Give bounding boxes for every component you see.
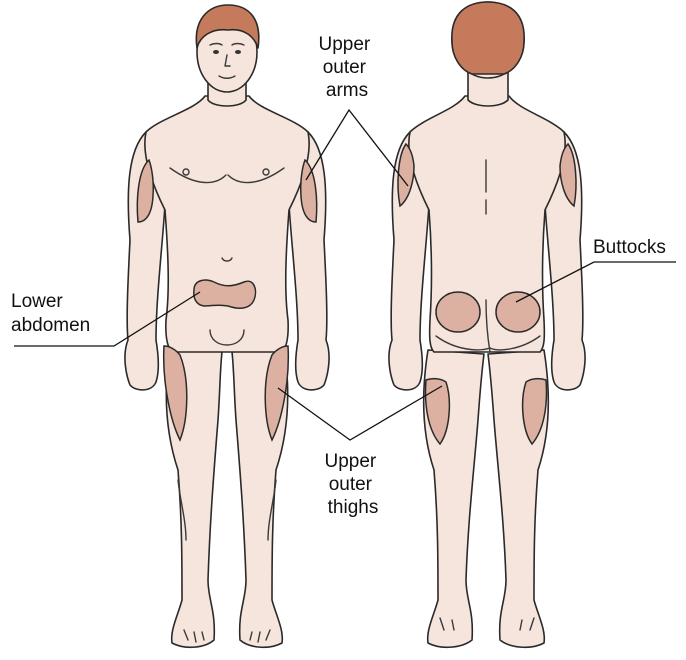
label-upper-outer-arms: Upper outer arms xyxy=(318,34,375,101)
front-body-details xyxy=(169,167,285,643)
label-buttocks: Buttocks xyxy=(593,237,666,258)
back-hair xyxy=(451,1,525,75)
front-figure xyxy=(124,4,330,649)
site-back-left-upper-arm xyxy=(397,142,415,208)
label-lower-abdomen: Lower abdomen xyxy=(11,291,90,336)
site-front-left-thigh xyxy=(264,345,290,442)
leader-buttocks xyxy=(515,261,676,303)
site-front-right-upper-arm xyxy=(136,158,154,223)
label-line: Buttocks xyxy=(593,237,666,258)
front-face xyxy=(209,42,245,79)
label-line: outer xyxy=(323,57,367,78)
site-back-right-upper-arm xyxy=(559,142,577,208)
label-upper-outer-thighs: Upper outer thighs xyxy=(324,451,381,518)
back-torso xyxy=(408,95,566,353)
label-line: Lower xyxy=(11,291,63,312)
label-line: Upper xyxy=(324,451,376,472)
front-hair xyxy=(195,4,260,49)
site-back-left-thigh xyxy=(424,377,451,446)
site-front-left-upper-arm xyxy=(300,158,318,223)
leader-thighs xyxy=(277,385,443,441)
back-neck xyxy=(467,69,509,107)
site-back-right-thigh xyxy=(521,377,548,446)
label-line: Upper xyxy=(318,34,370,55)
label-line: outer xyxy=(329,474,373,495)
label-line: abdomen xyxy=(11,315,90,336)
front-torso xyxy=(144,95,310,353)
site-left-buttock xyxy=(435,291,481,333)
site-front-right-thigh xyxy=(162,345,188,442)
leader-abdomen xyxy=(14,291,201,347)
leader-lines xyxy=(14,108,676,441)
leader-arms xyxy=(305,108,409,187)
front-right-arm xyxy=(288,131,330,391)
labels: Upper outer arms Buttocks Lower abdomen … xyxy=(11,34,666,518)
site-lower-abdomen xyxy=(193,279,257,309)
site-right-buttock xyxy=(495,291,541,333)
front-left-arm xyxy=(124,131,166,391)
label-line: thighs xyxy=(328,497,379,518)
back-body-details xyxy=(435,159,541,631)
label-line: arms xyxy=(326,80,368,101)
back-figure xyxy=(388,1,586,649)
injection-sites xyxy=(136,142,577,446)
